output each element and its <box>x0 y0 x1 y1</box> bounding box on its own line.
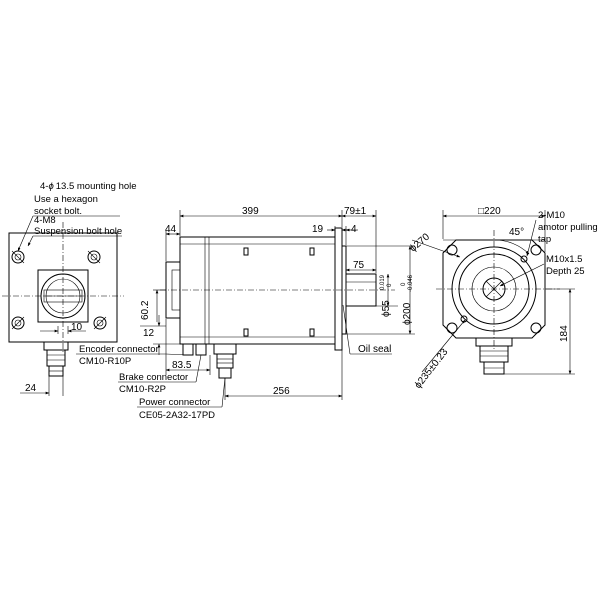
dim-pilot-dia-label: ϕ200 <box>402 302 413 325</box>
thread-note-2: Depth 25 <box>546 266 585 277</box>
dim-60-2-label: 60.2 <box>140 300 151 320</box>
dim-4-label: 4 <box>351 224 357 235</box>
tap-note-2: amotor pulling <box>538 222 598 233</box>
angle-45-arc <box>493 239 530 255</box>
suspension-note: 4-M8 <box>34 215 56 226</box>
dim-235-leader <box>421 319 466 373</box>
dim-399-label: 399 <box>242 206 259 217</box>
encoder-leader <box>165 353 189 356</box>
brake-connector-part: CM10-R2P <box>119 384 166 395</box>
dim-270-label: ϕ270 <box>408 231 432 254</box>
suspension-note-2: Suspension bolt hole <box>34 226 122 237</box>
rear-corner-bosses <box>11 250 107 330</box>
dim-12-label: 12 <box>143 328 155 339</box>
front-pilot-circle <box>458 253 530 325</box>
front-view: □220 2-M10 amotor pulling tap ϕ270 45° M… <box>408 206 598 391</box>
dim-square-label: □220 <box>478 206 501 217</box>
thread-note-leader <box>499 263 545 287</box>
side-bolt-markers <box>243 247 315 337</box>
brake-connector-label: Brake connector <box>119 372 188 383</box>
dim-79-label: 79±1 <box>344 206 367 217</box>
tap-note-3: tap <box>538 234 551 245</box>
dim-shaft-tol-lower: 0 <box>387 283 393 287</box>
dim-24-label: 24 <box>25 383 37 394</box>
dim-44-label: 44 <box>165 224 177 235</box>
tap-note-1: 2-M10 <box>538 210 565 221</box>
side-view: 399 79±1 44 19 4 75 ϕ55 0.019 0 ϕ200 <box>76 206 415 421</box>
dim-pilot-tol-lower: -0.046 <box>408 274 414 292</box>
encoder-connector-part: CM10-R10P <box>79 356 131 367</box>
dim-83-5-label: 83.5 <box>172 360 192 371</box>
dim-10-label: 10 <box>71 322 83 333</box>
oil-seal-leader <box>342 304 351 355</box>
tap-note-leader <box>526 219 537 257</box>
dim-75-label: 75 <box>353 260 365 271</box>
thread-note-1: M10x1.5 <box>546 254 582 265</box>
front-flange-outline <box>442 239 546 339</box>
dim-shaft-dia-label: ϕ55 <box>381 300 392 317</box>
dim-256-label: 256 <box>273 386 290 397</box>
motor-body <box>179 236 336 345</box>
rear-connectors <box>43 341 69 377</box>
power-connector-label: Power connector <box>139 397 210 408</box>
brake-leader <box>195 354 202 383</box>
mounting-hole-note-3: socket bolt. <box>34 206 82 217</box>
dim-19-label: 19 <box>312 224 324 235</box>
angle-45-label: 45° <box>509 227 524 238</box>
mounting-hole-note-2: Use a hexagon <box>34 194 98 205</box>
dim-184-label: 184 <box>559 325 570 342</box>
oil-seal-label: Oil seal <box>358 344 391 355</box>
front-connector <box>475 337 513 375</box>
pilot-dia-label-group: ϕ200 0 -0.046 <box>401 274 414 325</box>
front-outer-circle <box>451 246 537 332</box>
power-leader <box>221 377 226 408</box>
suspension-note-leader <box>27 235 34 247</box>
mounting-note-leader <box>17 215 34 252</box>
dim-270-leader <box>411 239 461 258</box>
dim-235-label: ϕ235±0.23 <box>413 347 451 391</box>
dim-pilot-tol-upper: 0 <box>401 282 407 286</box>
rear-encoder-cover <box>37 269 89 323</box>
shaft-dia-label-group: ϕ55 0.019 0 <box>380 274 393 317</box>
encoder-connector-label: Encoder connector <box>79 344 159 355</box>
front-shaft-circle <box>482 277 506 301</box>
front-tap-hole <box>520 255 528 263</box>
front-corner-holes <box>446 244 542 334</box>
dim-shaft-tol-upper: 0.019 <box>380 274 386 290</box>
power-connector-part: CE05-2A32-17PD <box>139 410 215 421</box>
front-flange <box>334 227 343 351</box>
shaft <box>345 273 377 307</box>
